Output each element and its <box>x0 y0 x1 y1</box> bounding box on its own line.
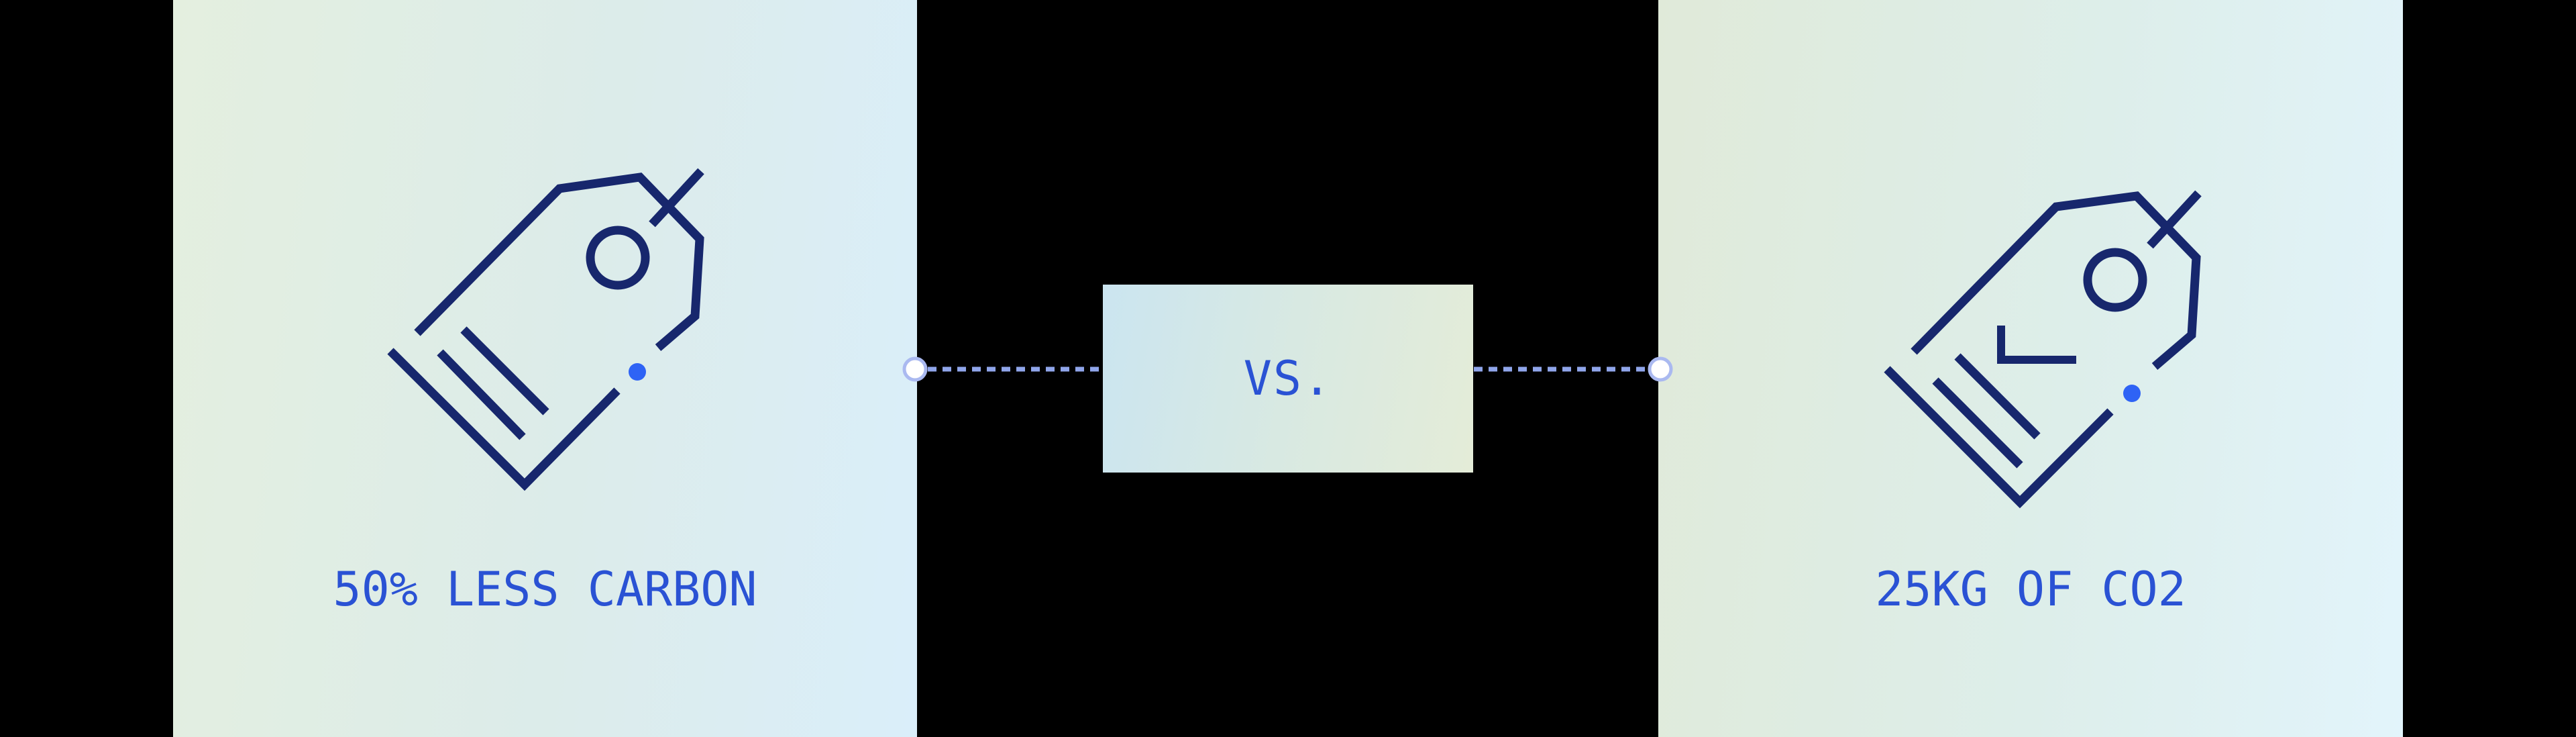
accent-dot <box>629 363 646 381</box>
tag-stripe <box>437 349 526 440</box>
vs-label: VS. <box>1243 351 1333 406</box>
price-tag-crossed-icon <box>387 168 704 491</box>
tag-outline-top <box>414 173 704 351</box>
price-tag-crossed-icon <box>1884 190 2202 509</box>
tag-outline-top <box>1911 191 2201 370</box>
accent-dot <box>2123 385 2141 402</box>
tag-stripe <box>1932 377 2023 469</box>
tag-l-mark <box>1997 326 2076 364</box>
left-card: 50% LESS CARBON <box>173 0 917 737</box>
tag-stripe <box>1954 353 2041 440</box>
tag-outline-bottom <box>1884 366 2114 509</box>
left-card-caption: 50% LESS CARBON <box>333 562 757 617</box>
tag-hole <box>586 226 650 290</box>
tag-outline-bottom <box>387 348 621 491</box>
tag-string <box>2147 190 2202 249</box>
right-card: 25KG OF CO2 <box>1658 0 2403 737</box>
vs-divider-box: VS. <box>1103 285 1473 473</box>
tag-string <box>649 168 704 228</box>
tag-hole <box>2083 248 2147 312</box>
tag-stripe <box>460 326 549 415</box>
right-card-caption: 25KG OF CO2 <box>1875 562 2186 617</box>
